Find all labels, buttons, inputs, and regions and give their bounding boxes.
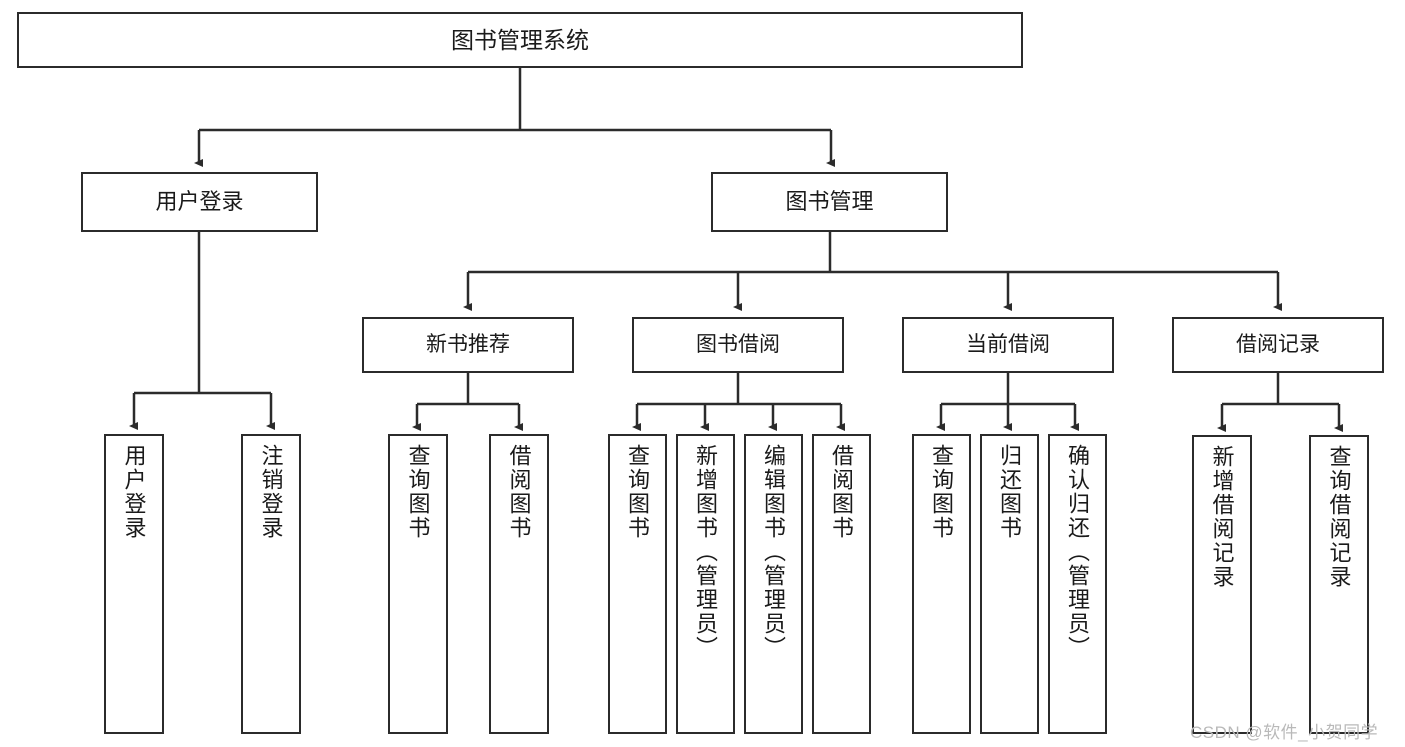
node-label: 新书推荐 [426,333,510,357]
node-label: 新增图书（管理员） [693,444,719,660]
leaf-book-borrow-edit-book-admin[interactable]: 编辑图书（管理员） [744,434,803,734]
node-label: 图书管理 [785,188,874,214]
leaf-book-borrow-borrow-book[interactable]: 借阅图书 [812,434,871,734]
node-borrow-record[interactable]: 借阅记录 [1172,317,1384,373]
node-current-borrow[interactable]: 当前借阅 [902,317,1114,373]
watermark-text: CSDN @软件_小贺同学 [1190,723,1379,742]
node-label: 借阅记录 [1236,333,1320,357]
node-label: 图书管理系统 [451,26,589,53]
node-label: 借阅图书 [506,444,532,540]
leaf-borrow-record-add-record[interactable]: 新增借阅记录 [1192,435,1252,734]
node-root-book-management-system[interactable]: 图书管理系统 [17,12,1023,68]
node-book-borrow[interactable]: 图书借阅 [632,317,844,373]
node-label: 新增借阅记录 [1209,445,1235,589]
leaf-current-borrow-return-book[interactable]: 归还图书 [980,434,1039,734]
leaf-current-borrow-query-book[interactable]: 查询图书 [912,434,971,734]
node-label: 归还图书 [997,444,1023,540]
node-label: 查询图书 [405,444,431,540]
node-label: 用户登录 [155,188,244,214]
leaf-current-borrow-confirm-return-admin[interactable]: 确认归还（管理员） [1048,434,1107,734]
node-label: 注销登录 [258,444,284,540]
node-new-book-recommend[interactable]: 新书推荐 [362,317,574,373]
node-label: 图书借阅 [696,333,780,357]
node-label: 查询借阅记录 [1326,445,1352,589]
node-book-management[interactable]: 图书管理 [711,172,948,232]
node-label: 编辑图书（管理员） [761,444,787,660]
leaf-book-borrow-query-book[interactable]: 查询图书 [608,434,667,734]
node-label: 查询图书 [625,444,651,540]
node-label: 确认归还（管理员） [1065,444,1091,660]
leaf-new-book-query-book[interactable]: 查询图书 [388,434,448,734]
node-label: 用户登录 [121,444,147,540]
leaf-new-book-borrow-book[interactable]: 借阅图书 [489,434,549,734]
node-user-login[interactable]: 用户登录 [81,172,318,232]
node-label: 当前借阅 [966,333,1050,357]
node-label: 查询图书 [929,444,955,540]
leaf-borrow-record-query-record[interactable]: 查询借阅记录 [1309,435,1369,734]
leaf-user-login-login[interactable]: 用户登录 [104,434,164,734]
leaf-user-login-logout[interactable]: 注销登录 [241,434,301,734]
leaf-book-borrow-add-book-admin[interactable]: 新增图书（管理员） [676,434,735,734]
node-label: 借阅图书 [829,444,855,540]
